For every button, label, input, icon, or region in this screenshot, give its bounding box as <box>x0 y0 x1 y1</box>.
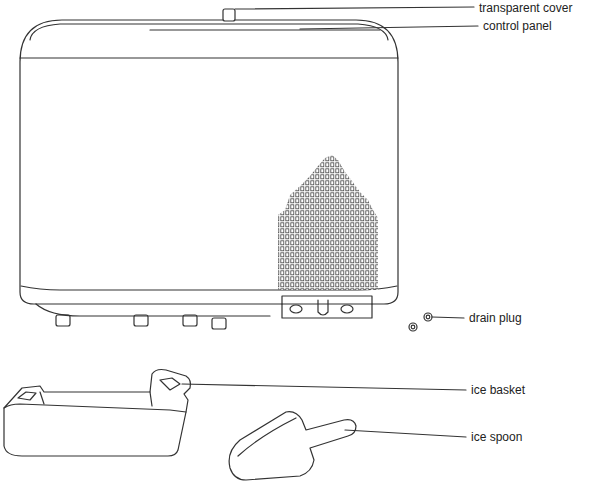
ice-spoon <box>229 412 356 480</box>
control-panel-line <box>150 29 380 30</box>
part-label: ice spoon <box>470 430 523 444</box>
drain-center <box>318 300 328 315</box>
vent-grille <box>276 150 380 292</box>
cover-knob <box>223 9 235 21</box>
part-label: control panel <box>482 19 553 33</box>
foot <box>56 315 70 326</box>
drain-plug <box>424 313 432 321</box>
leader-line <box>235 7 474 9</box>
ice-basket-inner <box>40 392 152 406</box>
machine-body <box>20 20 398 304</box>
leader-line <box>345 430 466 437</box>
drain-plug <box>426 315 430 319</box>
drain-housing <box>282 296 372 304</box>
base-bottom <box>36 304 270 316</box>
ice-basket-rim <box>4 404 186 412</box>
ice-basket-handle <box>160 378 180 390</box>
part-label: ice basket <box>470 383 526 397</box>
part-label: transparent cover <box>478 1 573 15</box>
leader-line <box>182 384 466 390</box>
part-label: drain plug <box>468 311 523 325</box>
drain-hole <box>290 305 302 313</box>
foot <box>183 315 197 326</box>
foot <box>134 315 148 326</box>
leader-line <box>432 317 464 318</box>
ice-basket-handle <box>18 392 36 400</box>
ice-basket <box>4 370 191 457</box>
drain-hole <box>341 305 353 313</box>
drain-plug <box>409 323 417 331</box>
drain-plug <box>411 325 415 329</box>
cover-outline <box>30 24 388 40</box>
lid-seam <box>20 57 398 58</box>
foot <box>212 318 226 329</box>
ice-spoon-edge <box>238 418 296 456</box>
drain-housing-base <box>282 304 372 318</box>
leader-line <box>300 26 478 29</box>
